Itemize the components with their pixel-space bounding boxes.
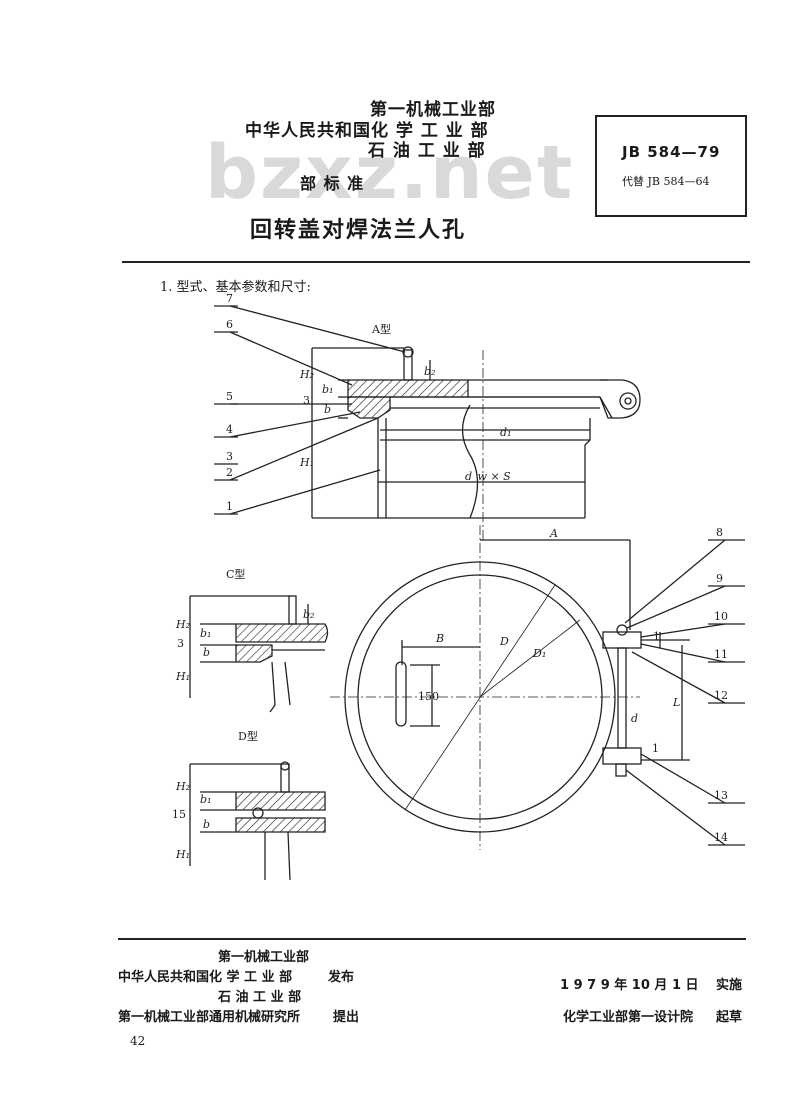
footer-proposer: 第一机械工业部通用机械研究所: [118, 1010, 301, 1025]
footer-publish: 发布: [328, 970, 355, 985]
dim-b2-a: b₂: [424, 365, 435, 378]
dim-15-d: 15: [172, 808, 186, 821]
footer-issuer-3: 石 油 工 业 部: [218, 990, 302, 1005]
part-number-2: 2: [226, 466, 233, 479]
dim-b1-d: b₁: [200, 793, 211, 806]
dim-b-a: b: [324, 403, 331, 416]
part-number-9: 9: [716, 572, 723, 585]
ministry-line-2: 中华人民共和国化 学 工 业 部: [245, 121, 489, 141]
dim-dw-s: d_w × S: [465, 470, 511, 483]
dim-3-a: 3: [303, 394, 310, 407]
label-type-c: C型: [226, 567, 245, 581]
dim-d1: d₁: [500, 426, 511, 439]
dim-b-c: b: [203, 646, 210, 659]
dim-h1-c: H₁: [175, 670, 190, 683]
type-d-detail: [189, 761, 326, 881]
page-number: 42: [130, 1034, 146, 1048]
dim-b1-a: b₁: [322, 383, 333, 396]
dim-3-c: 3: [177, 637, 184, 650]
dim-1-top: 1: [653, 630, 660, 643]
dim-L: L: [672, 696, 680, 709]
watermark: bzxz.net: [205, 130, 575, 216]
section-heading: 1. 型式、基本参数和尺寸:: [160, 280, 311, 295]
standard-number: JB 584—79: [622, 143, 721, 161]
type-a-section-view: [214, 305, 641, 540]
footer-drafter: 化学工业部第一设计院: [563, 1010, 694, 1025]
standard-replaces: 代替 JB 584—64: [622, 175, 710, 188]
plan-view: [330, 525, 745, 850]
part-number-7: 7: [226, 292, 233, 305]
dim-1-bottom: 1: [652, 742, 659, 755]
ministry-line-1: 第一机械工业部: [370, 100, 496, 120]
dim-h1-d: H₁: [175, 848, 190, 861]
dim-h2-c: H₂: [175, 618, 190, 631]
footer-draft: 起草: [716, 1010, 743, 1025]
footer-date: 1 9 7 9 年 10 月 1 日: [560, 978, 699, 993]
ministry-line-3: 石 油 工 业 部: [368, 141, 486, 161]
dim-d: d: [631, 712, 638, 725]
footer-implement: 实施: [716, 978, 743, 993]
dim-h2-d: H₂: [175, 780, 190, 793]
dim-b1-c: b₁: [200, 627, 211, 640]
footer-propose: 提出: [333, 1010, 360, 1025]
dim-D: D: [499, 635, 509, 648]
header-rule: [122, 261, 750, 263]
dim-A: A: [549, 527, 558, 540]
label-type-d: D型: [238, 729, 258, 743]
dim-b-d: b: [203, 818, 210, 831]
footer-issuer-1: 第一机械工业部: [218, 950, 310, 965]
dim-D1: D₁: [532, 647, 546, 660]
part-number-5: 5: [226, 390, 233, 403]
standard-number-box: JB 584—79 代替 JB 584—64: [595, 115, 747, 217]
part-number-11: 11: [714, 648, 728, 661]
part-number-3: 3: [226, 450, 233, 463]
label-type-a: A型: [371, 322, 391, 336]
dim-h2-a: H₂: [299, 368, 314, 381]
footer-rule: [118, 938, 746, 940]
part-number-14: 14: [714, 831, 728, 844]
part-number-8: 8: [716, 526, 723, 539]
dim-B: B: [435, 632, 444, 645]
part-number-13: 13: [714, 789, 728, 802]
part-number-6: 6: [226, 318, 233, 331]
dim-h1-a: H₁: [299, 456, 314, 469]
dim-150: 150: [418, 690, 439, 703]
footer-issuer-2: 中华人民共和国化 学 工 业 部: [118, 970, 293, 985]
part-number-12: 12: [714, 689, 728, 702]
document-title: 回转盖对焊法兰人孔: [250, 218, 467, 243]
part-number-1: 1: [226, 500, 233, 513]
part-number-4: 4: [226, 423, 233, 436]
dim-b2-c: b₂: [303, 608, 314, 621]
part-number-10: 10: [714, 610, 728, 623]
standard-type: 部 标 准: [300, 174, 365, 193]
type-c-detail: [189, 595, 329, 713]
